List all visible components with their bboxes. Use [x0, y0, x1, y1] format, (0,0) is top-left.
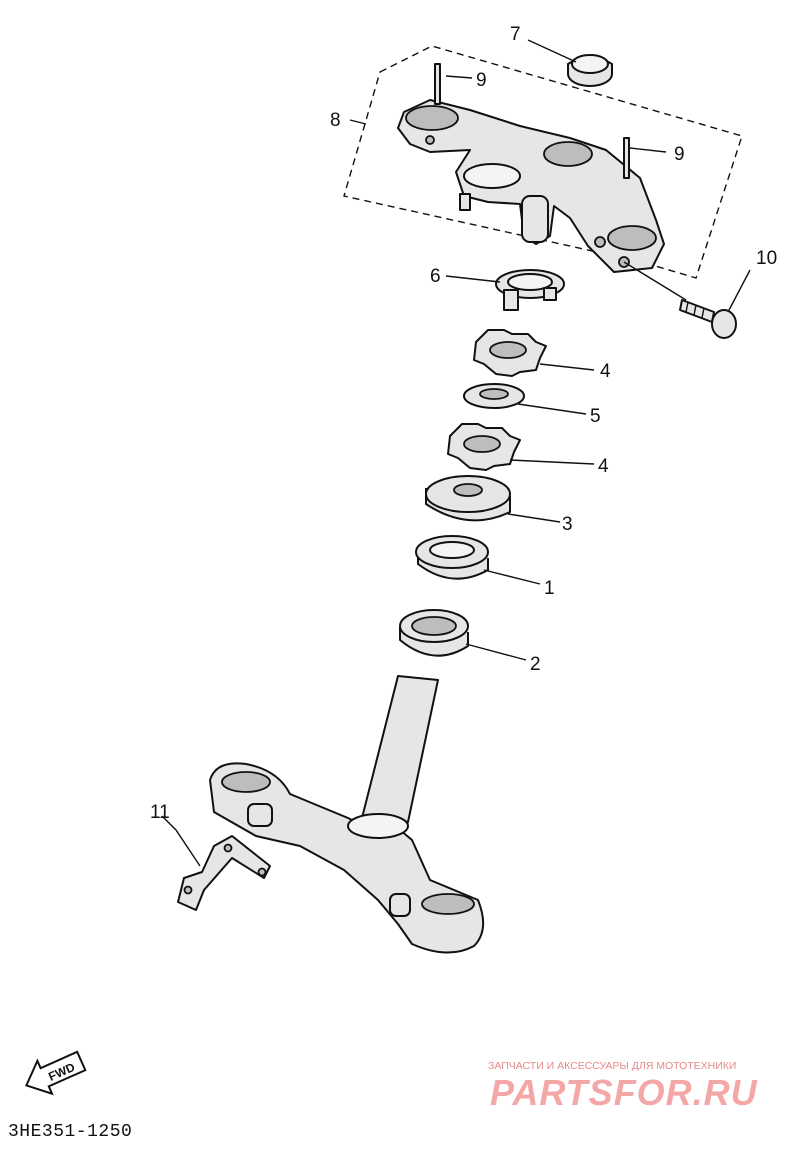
callout-8: 8 [330, 110, 341, 131]
part-8-upper-bracket [397, 99, 665, 273]
callout-3: 3 [562, 514, 573, 535]
callout-1: 1 [544, 578, 555, 599]
callout-4-upper: 4 [600, 361, 611, 382]
watermark-tagline: ЗАПЧАСТИ И АКСЕССУАРЫ ДЛЯ МОТОТЕХНИКИ [488, 1060, 737, 1072]
callout-6: 6 [430, 266, 441, 287]
part-3-bearing-cover [425, 475, 511, 522]
part-2-lower-bearing [399, 609, 469, 657]
part-4-ring-nut-lower [447, 423, 521, 471]
callout-11: 11 [150, 802, 170, 823]
callout-5: 5 [590, 406, 601, 427]
forward-direction-arrow: FWD [25, 1050, 87, 1096]
part-11-hose-holder-bracket [177, 835, 271, 911]
part-9-pin-left [434, 63, 441, 105]
leader-lines [161, 39, 751, 867]
callout-2: 2 [530, 654, 541, 675]
part-10-pinch-bolt [679, 299, 737, 339]
part-5-washer [463, 383, 525, 409]
callout-9-left: 9 [476, 70, 487, 91]
callout-4-lower: 4 [598, 456, 609, 477]
callout-7: 7 [510, 24, 521, 45]
part-7-cap-nut [567, 54, 613, 87]
callout-10: 10 [756, 248, 777, 269]
callout-9-right: 9 [674, 144, 685, 165]
watermark-brand: PARTSFOR.RU [490, 1072, 758, 1113]
lower-bracket-steering-stem [209, 675, 485, 954]
part-1-bearing-race [415, 535, 489, 580]
part-4-ring-nut-upper [473, 329, 547, 377]
part-6-lock-washer [495, 269, 565, 311]
upper-bracket-assembly-outline [343, 45, 743, 279]
diagram-code: 3HE351-1250 [8, 1122, 133, 1142]
part-9-pin-right [623, 137, 630, 179]
